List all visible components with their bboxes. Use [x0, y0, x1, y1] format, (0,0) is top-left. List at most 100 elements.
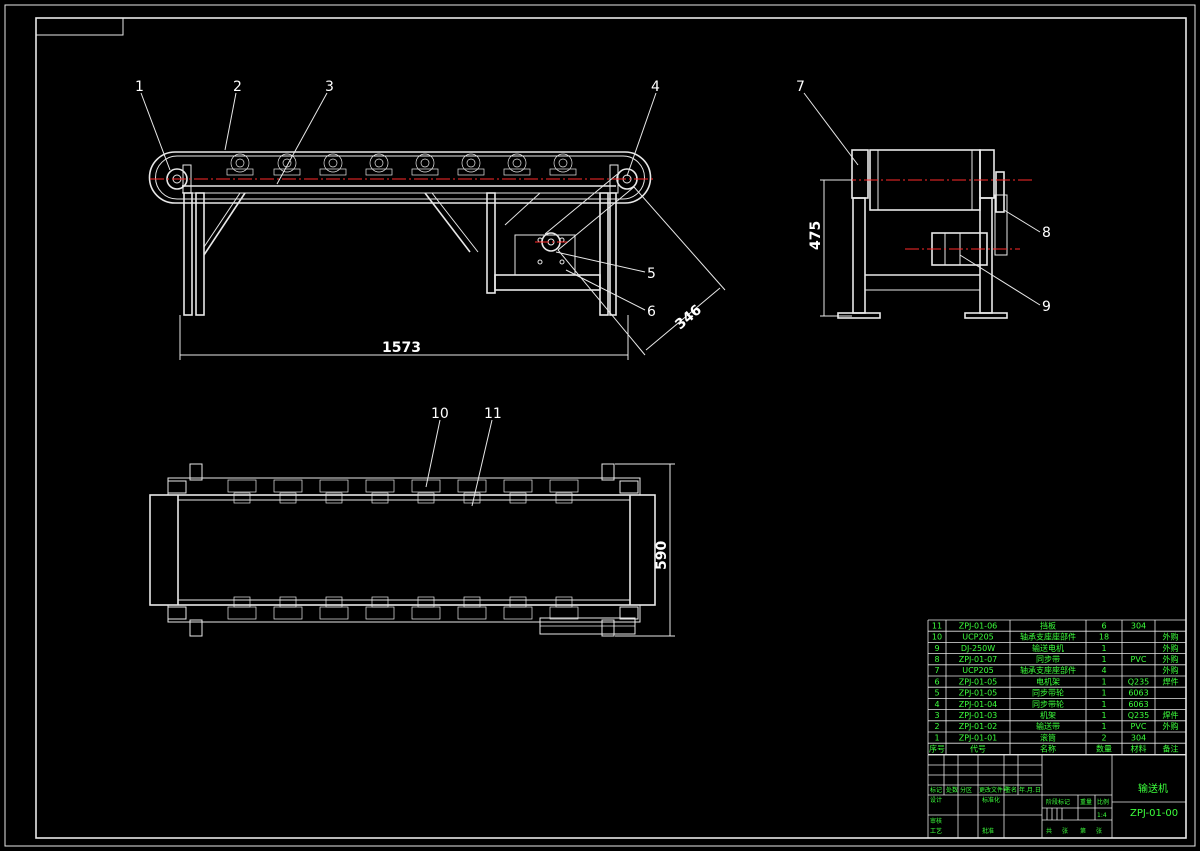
bom-cell: 2 — [934, 722, 939, 731]
front-view: 1573 346 1 2 3 4 5 6 — [135, 79, 726, 360]
bom-cell: Q235 — [1128, 677, 1150, 686]
bom-cell: 11 — [932, 621, 942, 630]
tb-title: 输送机 — [1138, 782, 1168, 795]
title-block-frame — [927, 754, 1187, 839]
plate — [189, 619, 203, 637]
bom-cell: 同步带轮 — [1032, 688, 1064, 698]
tb-label-biaozhunhua: 标准化 — [982, 796, 1000, 804]
bom-cell: Q235 — [1128, 711, 1150, 720]
bom-cell: 挡板 — [1040, 620, 1056, 630]
leader-6 — [565, 269, 646, 311]
balloon-9: 9 — [1042, 299, 1051, 315]
bom-cell: 外购 — [1163, 632, 1179, 642]
tb-drawing-no: ZPJ-01-00 — [1130, 808, 1178, 819]
motor-plate — [514, 234, 576, 276]
brace-1 — [203, 192, 246, 256]
tb-label-fenqu: 分区 — [960, 786, 972, 794]
tb-label-chushu: 处数 — [946, 786, 958, 794]
plate — [601, 619, 615, 637]
bom-cell: 6 — [934, 677, 939, 686]
bolt — [559, 237, 565, 243]
bom-cell: 1 — [1101, 644, 1106, 653]
balloon-11: 11 — [484, 406, 502, 422]
balloon-7: 7 — [796, 79, 805, 95]
top-rail-upper — [167, 477, 641, 496]
side-leg-right — [979, 197, 993, 314]
motor-base — [494, 274, 601, 291]
balloon-4: 4 — [651, 79, 660, 95]
side-pulley — [995, 171, 1005, 213]
bolt — [537, 259, 543, 265]
bom-cell: 电机架 — [1036, 676, 1060, 686]
leg-left — [183, 192, 193, 316]
bom-cell: 304 — [1131, 733, 1146, 742]
tb-label-pizhun: 批准 — [982, 827, 994, 835]
top-view: 590 10 11 — [149, 406, 675, 637]
dim-line-346 — [645, 287, 721, 351]
bom-cell: 外购 — [1163, 654, 1179, 664]
title-block: 标记 处数 分区 更改文件号 签名 年.月.日 设计 标准化 阶段标记 重量 比… — [927, 754, 1187, 839]
bom-cell: 4 — [934, 700, 939, 709]
bom-header-cell: 备注 — [1163, 744, 1179, 754]
bom-cell: ZPJ-01-03 — [959, 711, 998, 720]
balloon-8: 8 — [1042, 225, 1051, 241]
bom-cell: PVC — [1131, 722, 1147, 731]
bom-cell: 6 — [1101, 621, 1106, 630]
bom-cell: ZPJ-01-06 — [959, 621, 998, 630]
tb-label-gengai: 更改文件号 — [979, 786, 1009, 794]
corner-code-box — [35, 17, 124, 36]
bom-header-cell: 数量 — [1096, 744, 1112, 754]
leader-5 — [555, 251, 646, 273]
bom-cell: 输送带 — [1036, 721, 1060, 731]
leg-mid — [486, 192, 496, 294]
bom-cell: 5 — [934, 689, 939, 698]
leg-right-2 — [609, 192, 617, 316]
tb-label-sheji: 设计 — [930, 796, 942, 804]
sheet-inner-border — [35, 17, 1187, 839]
front-bearings — [226, 153, 577, 176]
tb-label-bili: 比例 — [1097, 798, 1109, 806]
bom-cell: 6063 — [1128, 689, 1148, 698]
bom-cell: 外购 — [1163, 721, 1179, 731]
bom-cell: 1 — [1101, 700, 1106, 709]
bom-cell: 8 — [934, 655, 939, 664]
leader-11 — [471, 419, 493, 507]
bom-cell: 同步带轮 — [1032, 699, 1064, 709]
bom-cell: 焊件 — [1163, 710, 1179, 720]
sync-belt-a — [544, 171, 621, 235]
bom-cell: 输送电机 — [1032, 643, 1064, 653]
leader-3 — [276, 92, 328, 185]
bom-header-cell: 序号 — [929, 744, 945, 754]
bom-cell: ZPJ-01-01 — [959, 733, 998, 742]
bom-cell: 外购 — [1163, 643, 1179, 653]
plate — [189, 463, 203, 481]
bom-cell: ZPJ-01-02 — [959, 722, 998, 731]
plate — [601, 463, 615, 481]
dim-diag: 346 — [672, 302, 705, 333]
side-foot-right — [964, 312, 1008, 319]
tb-label-di: 第 — [1080, 827, 1086, 835]
bom-cell: 焊件 — [1163, 676, 1179, 686]
balloon-2: 2 — [233, 79, 242, 95]
sync-belt-b — [557, 186, 635, 251]
side-bearing-left — [851, 149, 869, 199]
bom-cell: 7 — [934, 666, 939, 675]
bom-cell: 1 — [1101, 711, 1106, 720]
top-belt — [149, 494, 656, 606]
balloon-3: 3 — [325, 79, 334, 95]
bom-cell: 1 — [1101, 677, 1106, 686]
side-leg-left — [852, 197, 866, 314]
tb-label-zhongliang: 重量 — [1080, 798, 1092, 806]
bom-cell: 4 — [1101, 666, 1106, 675]
leader-2 — [224, 92, 237, 151]
bom-cell: 1 — [1101, 689, 1106, 698]
belt-inner — [155, 155, 645, 200]
bom-cell: 1 — [1101, 722, 1106, 731]
bom-header-cell: 名称 — [1040, 744, 1056, 754]
bolt — [559, 259, 565, 265]
bom-cell: 轴承支座座部件 — [1020, 632, 1076, 642]
leg-left-2 — [195, 192, 205, 316]
tb-scale: 1:4 — [1097, 812, 1107, 819]
